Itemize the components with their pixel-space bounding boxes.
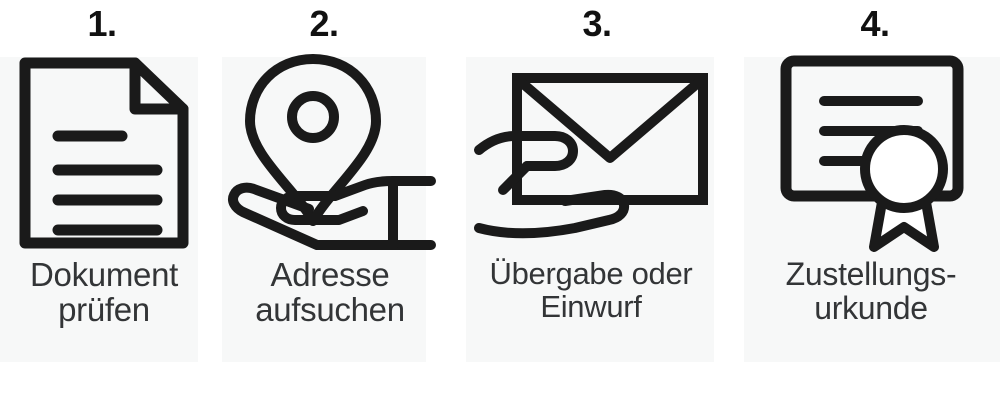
envelope-in-hand-icon [450, 48, 732, 258]
step-item-1: 1. Dokument prüfen [0, 0, 218, 400]
step-caption-line-1: Übergabe oder [489, 256, 693, 291]
step-caption-line-2: Einwurf [540, 288, 642, 324]
step-caption-line-2: prüfen [58, 290, 150, 328]
step-number-2: 2. [309, 3, 339, 44]
step-caption-1: Dokument prüfen [29, 256, 178, 328]
step-caption-3: Übergabe oder Einwurf [489, 256, 693, 324]
step-caption-line-2: aufsuchen [255, 290, 405, 328]
step-caption-line-2: urkunde [814, 289, 928, 326]
step-item-3: 3. Übergabe oder Einwurf [450, 0, 732, 400]
step-caption-4: Zustellungs- urkunde [785, 256, 957, 326]
step-number-3: 3. [582, 3, 612, 44]
step-caption-line-1: Dokument [29, 256, 178, 293]
step-caption-line-1: Zustellungs- [785, 256, 957, 292]
map-pin-on-hand-icon [214, 48, 446, 258]
step-number-4: 4. [860, 3, 890, 44]
document-icon [0, 48, 213, 258]
step-item-4: 4. Zustellungs- urkunde [732, 0, 1000, 400]
certificate-icon [737, 48, 1000, 258]
step-caption-line-1: Adresse [270, 256, 390, 293]
step-number-1: 1. [87, 3, 117, 44]
step-caption-2: Adresse aufsuchen [255, 256, 405, 328]
step-item-2: 2. Adresse aufsuchen [218, 0, 450, 400]
